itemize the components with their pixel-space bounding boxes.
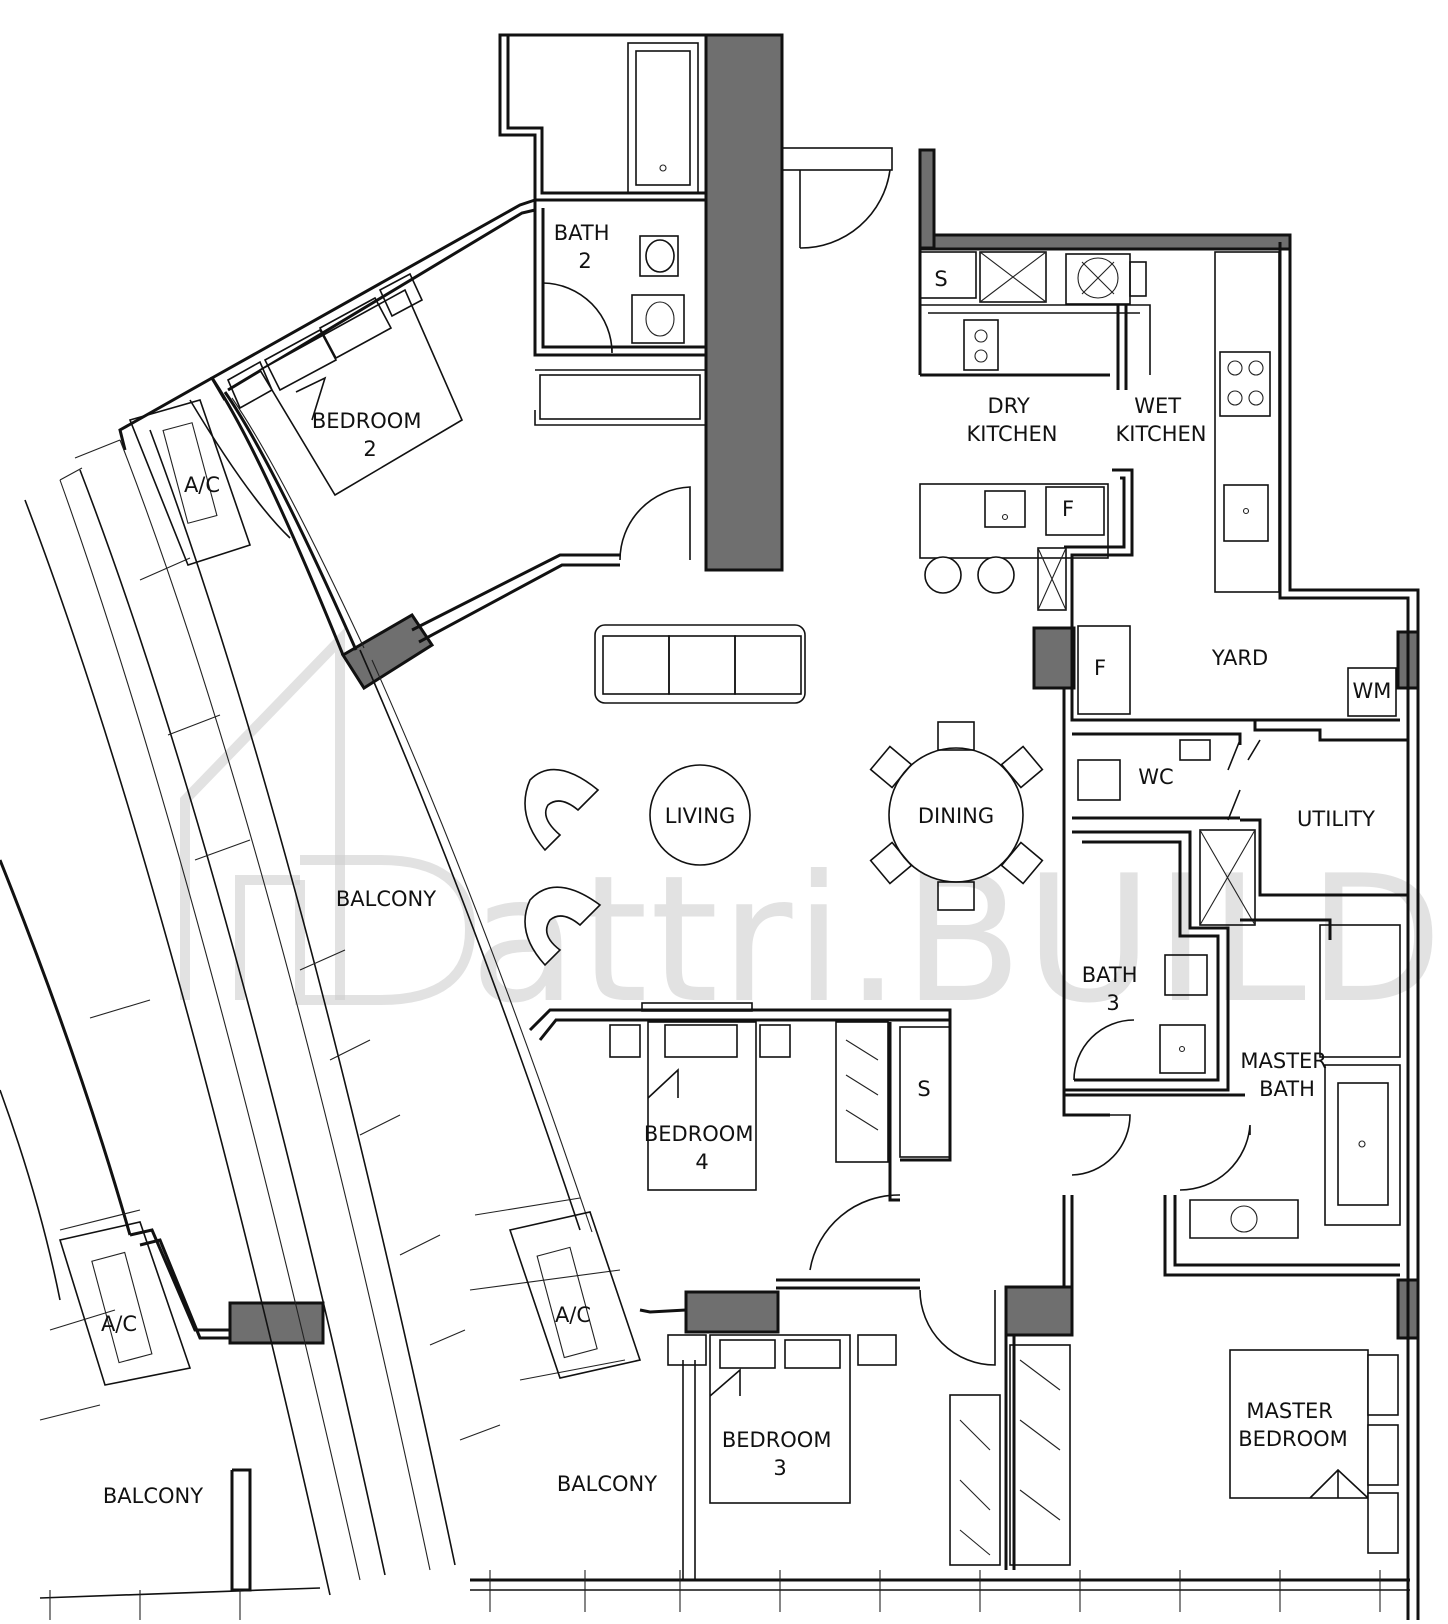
label-yard: YARD: [1211, 646, 1268, 670]
label-wet-kitchen: WET KITCHEN: [1116, 394, 1207, 446]
living-dining-furniture: [524, 624, 1044, 967]
bath-2-fixtures: [542, 235, 685, 354]
label-dining: DINING: [918, 804, 994, 828]
label-master-bath: MASTER BATH: [1240, 1049, 1333, 1101]
label-fridge-2: F: [1094, 656, 1106, 680]
room-labels: BATH 2 BEDROOM 2 A/C DRY KITCHEN WET KIT…: [101, 221, 1392, 1508]
label-bath-3: BATH 3: [1082, 963, 1144, 1015]
label-store-1: S: [934, 267, 947, 291]
label-bedroom-4: BEDROOM 4: [644, 1122, 760, 1174]
label-living: LIVING: [665, 804, 735, 828]
bedroom-2-furniture: [226, 272, 464, 497]
label-dry-kitchen: DRY KITCHEN: [967, 394, 1058, 446]
label-utility: UTILITY: [1297, 807, 1375, 831]
label-ac-2: A/C: [101, 1312, 137, 1336]
label-master-bedroom: MASTER BEDROOM: [1238, 1399, 1348, 1451]
label-ac-3: A/C: [555, 1303, 591, 1327]
label-bedroom-3: BEDROOM 3: [722, 1428, 838, 1480]
label-store-2: S: [917, 1077, 930, 1101]
walls: [0, 33, 1420, 1620]
label-balcony-left: BALCONY: [103, 1484, 203, 1508]
label-balcony-main: BALCONY: [336, 887, 436, 911]
label-ac-1: A/C: [184, 473, 220, 497]
label-fridge-1: F: [1062, 497, 1074, 521]
label-bedroom-2: BEDROOM 2: [312, 409, 428, 461]
columns: [228, 33, 1420, 1345]
label-washing-machine: WM: [1353, 679, 1392, 703]
label-wc: WC: [1138, 765, 1173, 789]
label-balcony-mid: BALCONY: [557, 1472, 657, 1496]
label-bath-2: BATH 2: [554, 221, 616, 273]
